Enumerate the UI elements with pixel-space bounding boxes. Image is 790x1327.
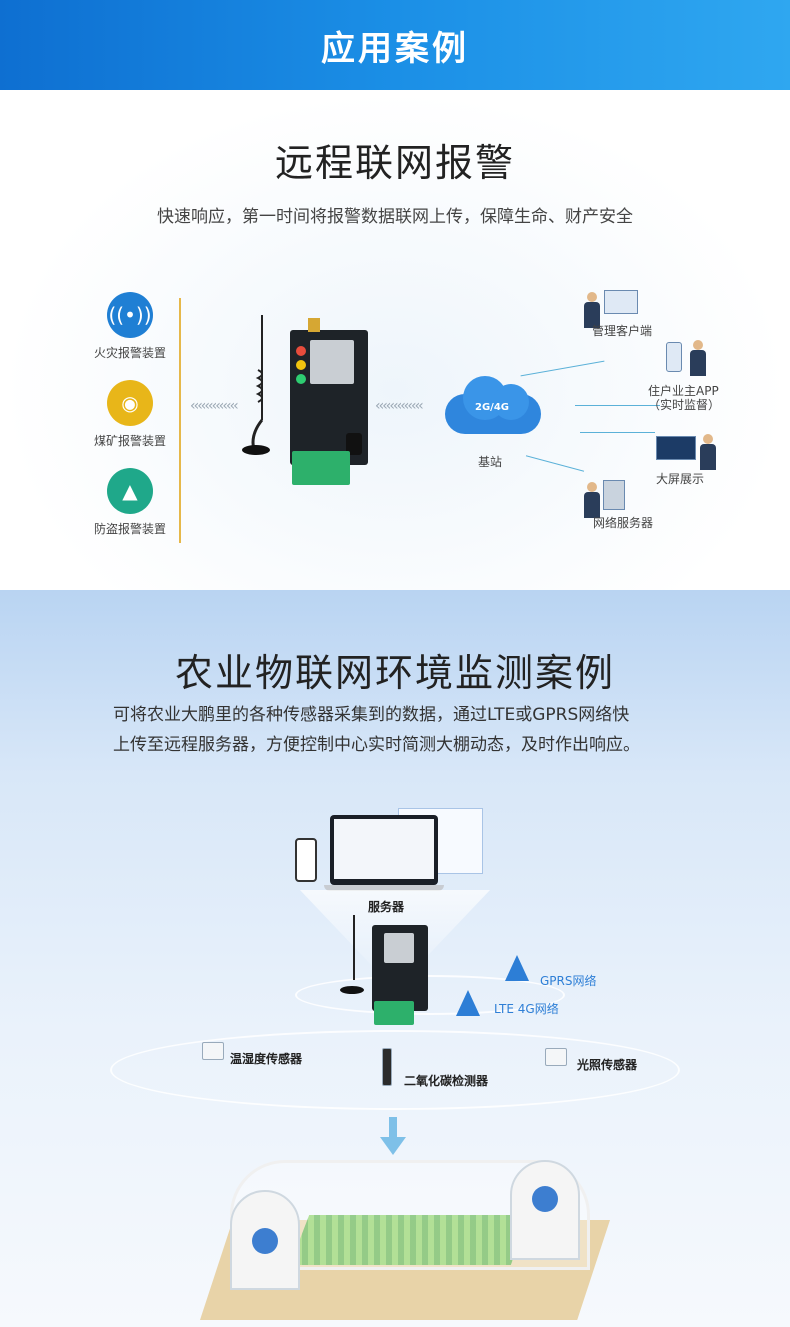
arrow-down-icon (380, 1117, 406, 1155)
light-sensor-icon (545, 1048, 567, 1066)
network-ring (295, 975, 565, 1015)
alarm-theft: ▲ 防盗报警装置 (70, 468, 190, 537)
dtu-board (372, 925, 428, 1025)
person-icon (700, 434, 716, 470)
terminal-label: 管理客户端 (592, 324, 653, 338)
divider-line (179, 298, 181, 543)
terminal-label: 网络服务器 (593, 516, 654, 530)
tower-icon (505, 955, 529, 981)
siren-icon: ▲ (107, 468, 153, 514)
station-label: 基站 (478, 455, 503, 469)
sensor-ring (110, 1030, 680, 1110)
phone-icon (666, 342, 682, 372)
section2-paragraph-line1: 可将农业大鹏里的各种传感器采集到的数据，通过LTE或GPRS网络快 (113, 705, 630, 725)
gprs-label: GPRS网络 (540, 974, 597, 988)
sensor-label: 二氧化碳检测器 (404, 1074, 489, 1088)
humidity-sensor-icon (202, 1042, 224, 1060)
section1-title: 远程联网报警 (274, 141, 515, 185)
big-screen-icon (656, 436, 696, 460)
bell-icon: ◉ (107, 380, 153, 426)
lte-label: LTE 4G网络 (494, 1002, 559, 1016)
cloud-icon: 2G/4G (445, 372, 541, 434)
cloud-text: 2G/4G (475, 402, 509, 413)
monitor-icon (604, 290, 638, 314)
dtu-board (290, 318, 368, 485)
link-line (520, 360, 605, 377)
alarm-label: 火灾报警装置 (93, 346, 166, 360)
link-line (525, 455, 585, 472)
section2-title: 农业物联网环境监测案例 (174, 651, 615, 695)
agri-iot-section: 农业物联网环境监测案例 可将农业大鹏里的各种传感器采集到的数据，通过LTE或GP… (0, 590, 790, 1327)
sensor-label: 温湿度传感器 (230, 1052, 303, 1066)
tower-icon (456, 990, 480, 1016)
person-icon (584, 482, 600, 518)
alarm-fire: ((•)) 火灾报警装置 (70, 292, 190, 361)
chevron-left-icon: ‹‹‹‹‹‹‹‹‹‹‹‹‹ (375, 398, 424, 414)
antenna-icon (340, 915, 364, 994)
antenna-icon (242, 315, 270, 455)
section1-subtitle: 快速响应，第一时间将报警数据联网上传，保障生命、财产安全 (157, 207, 633, 227)
header-title: 应用案例 (321, 28, 469, 69)
fan-icon (532, 1186, 558, 1212)
alarm-label: 煤矿报警装置 (93, 434, 166, 448)
section2-paragraph-line2: 上传至远程服务器，方便控制中心实时简测大棚动态，及时作出响应。 (113, 735, 640, 755)
laptop-icon (324, 815, 444, 891)
sensor-label: 光照传感器 (577, 1058, 638, 1072)
terminal-label: （实时监督） (648, 398, 721, 412)
phone-icon (295, 838, 317, 882)
greenhouse-illustration (200, 1160, 610, 1320)
terminal-label: 住户业主APP (648, 384, 719, 398)
alarm-label: 防盗报警装置 (93, 522, 166, 536)
link-line (575, 405, 660, 406)
page-header: 应用案例 (0, 0, 790, 90)
chevron-left-icon: ‹‹‹‹‹‹‹‹‹‹‹‹‹ (190, 398, 239, 414)
person-icon (690, 340, 706, 376)
signal-icon: ((•)) (107, 292, 153, 338)
remote-alarm-section: 远程联网报警 快速响应，第一时间将报警数据联网上传，保障生命、财产安全 ((•)… (0, 90, 790, 590)
person-icon (584, 292, 600, 328)
server-label: 服务器 (368, 900, 405, 914)
server-icon (603, 480, 625, 510)
terminal-label: 大屏展示 (656, 472, 705, 486)
co2-detector-icon (382, 1048, 392, 1086)
fan-icon (252, 1228, 278, 1254)
alarm-mine: ◉ 煤矿报警装置 (70, 380, 190, 449)
link-line (580, 432, 655, 433)
